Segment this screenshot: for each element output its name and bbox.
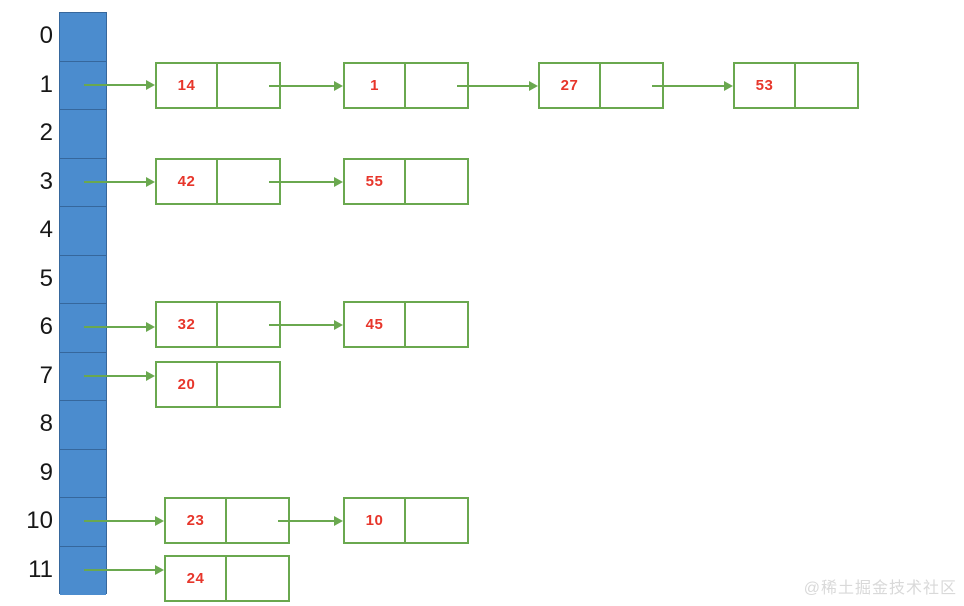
bucket-pointer-arrow: [84, 564, 164, 575]
next-pointer-arrow: [269, 80, 343, 91]
bucket-index-label: 9: [39, 458, 53, 486]
node-pointer-cell: [406, 499, 467, 542]
node-value: 42: [157, 160, 218, 203]
bucket-cell-4: [60, 207, 106, 256]
bucket-cell-0: [60, 13, 106, 62]
node-value: 55: [345, 160, 406, 203]
list-node: 23: [164, 497, 290, 544]
node-pointer-cell: [218, 363, 279, 406]
bucket-index-label: 8: [39, 410, 53, 438]
bucket-index-label: 6: [39, 313, 53, 341]
node-value: 10: [345, 499, 406, 542]
next-pointer-arrow: [278, 515, 343, 526]
next-pointer-arrow: [269, 176, 343, 187]
list-node: 1: [343, 62, 469, 109]
bucket-index-label: 5: [39, 264, 53, 292]
bucket-pointer-arrow: [84, 176, 155, 187]
bucket-cell-1: [60, 61, 106, 110]
bucket-pointer-arrow: [84, 79, 155, 90]
bucket-pointer-arrow: [84, 370, 155, 381]
node-value: 23: [166, 499, 227, 542]
node-value: 53: [735, 64, 796, 107]
bucket-cell-2: [60, 110, 106, 159]
node-value: 27: [540, 64, 601, 107]
bucket-index-label: 11: [28, 555, 53, 583]
bucket-cell-11: [60, 546, 106, 595]
bucket-pointer-arrow: [84, 322, 155, 333]
node-value: 20: [157, 363, 218, 406]
bucket-pointer-arrow: [84, 516, 164, 527]
list-node: 20: [155, 361, 281, 408]
bucket-cell-7: [60, 352, 106, 401]
bucket-cell-5: [60, 255, 106, 304]
bucket-index-label: 10: [26, 507, 53, 535]
bucket-index-label: 1: [39, 70, 53, 98]
bucket-cell-3: [60, 158, 106, 207]
list-node: 32: [155, 301, 281, 348]
node-pointer-cell: [406, 303, 467, 346]
bucket-index-label: 3: [39, 167, 53, 195]
node-pointer-cell: [406, 160, 467, 203]
node-pointer-cell: [796, 64, 857, 107]
list-node: 42: [155, 158, 281, 205]
bucket-cell-6: [60, 304, 106, 353]
list-node: 14: [155, 62, 281, 109]
list-node: 24: [164, 555, 290, 602]
watermark-text: @稀土掘金技术社区: [803, 580, 957, 597]
bucket-index-label: 7: [39, 361, 53, 389]
next-pointer-arrow: [457, 80, 538, 91]
list-node: 53: [733, 62, 859, 109]
bucket-index-label: 2: [39, 119, 53, 147]
node-value: 24: [166, 557, 227, 600]
node-value: 32: [157, 303, 218, 346]
list-node: 27: [538, 62, 664, 109]
bucket-cell-9: [60, 449, 106, 498]
node-value: 1: [345, 64, 406, 107]
bucket-cell-8: [60, 401, 106, 450]
next-pointer-arrow: [652, 80, 733, 91]
list-node: 10: [343, 497, 469, 544]
bucket-index-label: 0: [39, 22, 53, 50]
next-pointer-arrow: [269, 319, 343, 330]
node-value: 14: [157, 64, 218, 107]
bucket-array: [59, 12, 107, 595]
bucket-cell-10: [60, 498, 106, 547]
node-pointer-cell: [227, 557, 288, 600]
node-value: 45: [345, 303, 406, 346]
list-node: 45: [343, 301, 469, 348]
bucket-index-label: 4: [39, 216, 53, 244]
list-node: 55: [343, 158, 469, 205]
